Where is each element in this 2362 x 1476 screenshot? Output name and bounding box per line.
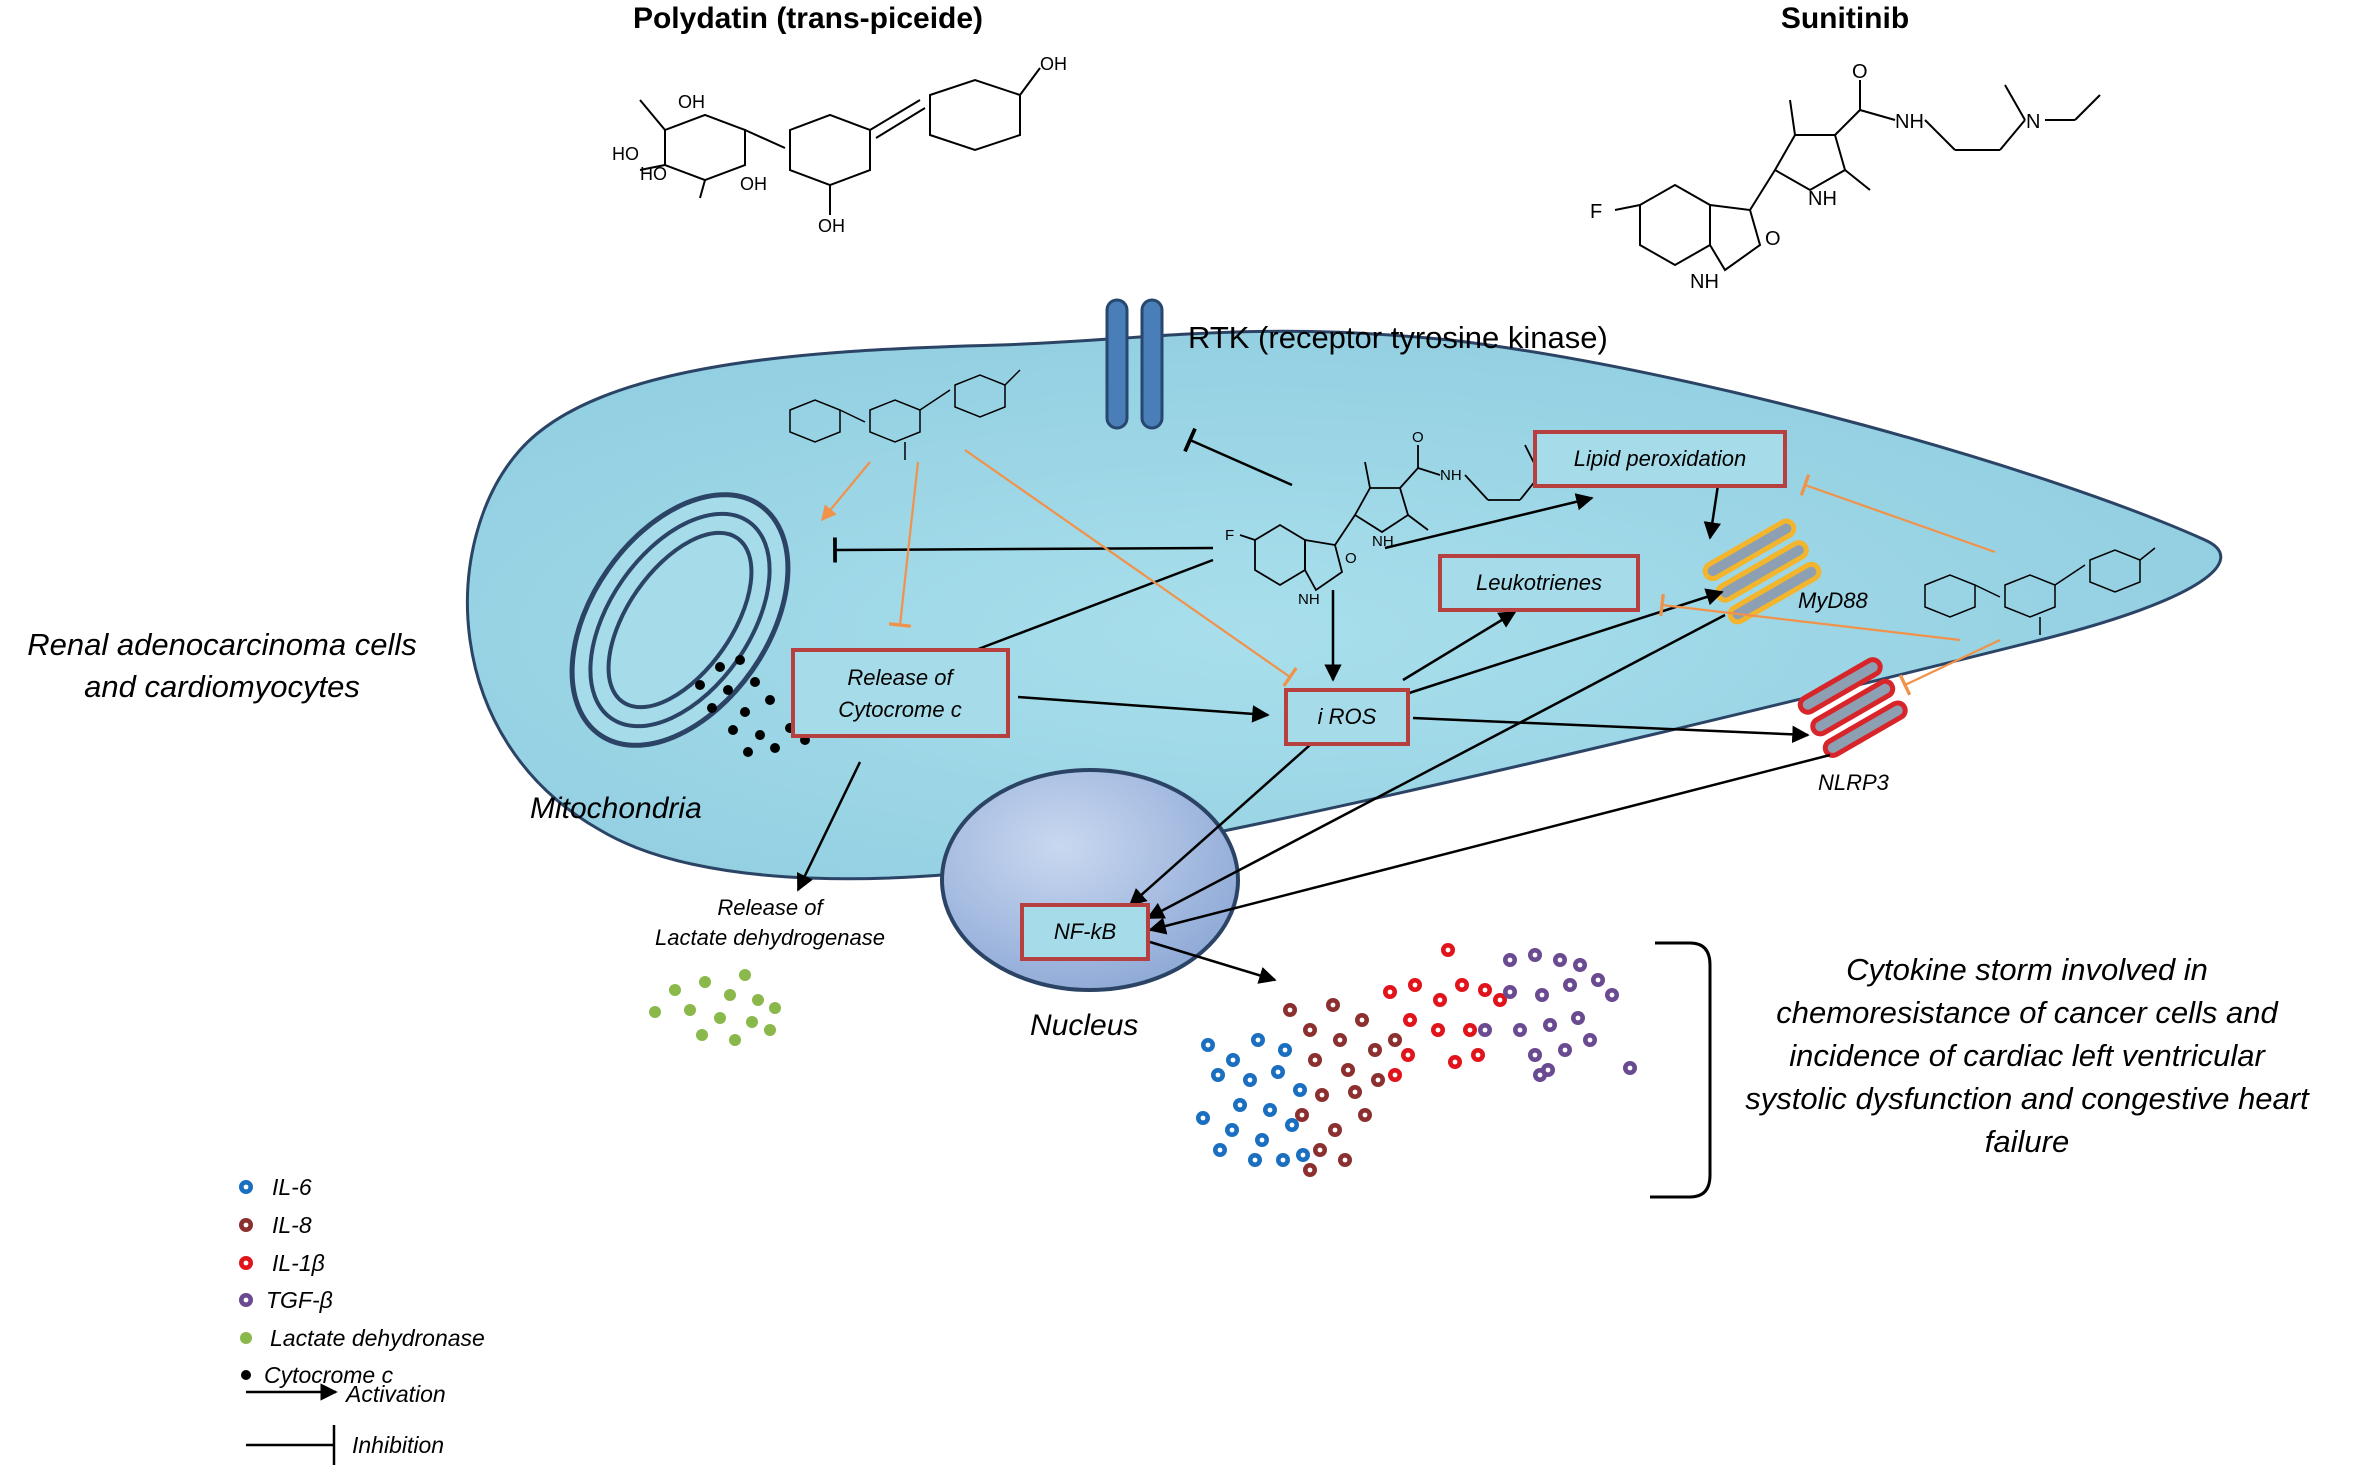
svg-text:HO: HO [640, 164, 667, 184]
svg-text:NH: NH [1298, 591, 1320, 608]
svg-text:chemoresistance of cancer cell: chemoresistance of cancer cells and [1776, 995, 2279, 1030]
label-ldh-release-1: Release of [717, 895, 825, 920]
svg-text:NH: NH [1895, 111, 1924, 133]
svg-text:Release of: Release of [847, 665, 955, 690]
svg-text:F: F [1590, 201, 1602, 223]
legend-il8: IL-8 [239, 1212, 312, 1238]
label-ldh-release-2: Lactate dehydrogenase [655, 925, 885, 950]
polydatin-labels-top: OH OH HO HO OH OH [612, 54, 1067, 236]
svg-text:OH: OH [740, 174, 767, 194]
legend-ldh: Lactate dehydronase [240, 1325, 485, 1351]
svg-text:failure: failure [1985, 1124, 2069, 1159]
cytochrome-c-dots [695, 655, 810, 757]
svg-text:Cytokine storm involved in: Cytokine storm involved in [1846, 952, 2208, 987]
svg-text:IL-8: IL-8 [272, 1212, 312, 1238]
sunitinib-title: Sunitinib [1781, 2, 1909, 35]
node-leukotrienes: Leukotrienes [1438, 554, 1640, 612]
label-myd88: MyD88 [1798, 588, 1868, 613]
rtk-label: RTK (receptor tyrosine kinase) [1188, 320, 1608, 355]
svg-text:NH: NH [1372, 533, 1394, 550]
legend-il6: IL-6 [239, 1174, 312, 1200]
node-cytochrome-release: Release of Cytocrome c [791, 648, 1010, 738]
svg-text:NH: NH [1690, 271, 1719, 293]
svg-text:NH: NH [1440, 467, 1462, 484]
ldh-dots [649, 969, 781, 1046]
svg-text:Lipid peroxidation: Lipid peroxidation [1574, 446, 1746, 471]
sunitinib-structure-top [1614, 80, 2101, 272]
svg-text:O: O [1765, 228, 1781, 250]
svg-text:Lactate dehydronase: Lactate dehydronase [270, 1325, 485, 1351]
node-lipid-peroxidation: Lipid peroxidation [1533, 430, 1787, 488]
node-nfkb: NF-kB [1020, 903, 1150, 961]
svg-text:OH: OH [678, 92, 705, 112]
svg-text:O: O [1852, 61, 1868, 83]
cell-type-label-1: Renal adenocarcinoma cells [27, 627, 416, 662]
cell-type-label-2: and cardiomyocytes [84, 669, 360, 704]
svg-text:Inhibition: Inhibition [352, 1432, 444, 1458]
legend-tgfb: TGF-β [239, 1287, 333, 1313]
svg-text:OH: OH [1040, 54, 1067, 74]
sunitinib-labels-top: F O NH NH O NH N [1590, 61, 2040, 293]
nlrp3-receptor [1797, 657, 1908, 758]
polydatin-structure-cell-right [1924, 547, 2156, 635]
svg-text:F: F [1225, 527, 1234, 544]
inhibition-edges [833, 427, 1293, 563]
activation-edges [796, 484, 1831, 984]
node-ros: i ROS [1284, 688, 1410, 746]
cytokine-dots [1196, 943, 1637, 1177]
label-nlrp3: NLRP3 [1818, 770, 1890, 795]
svg-text:O: O [1412, 429, 1424, 446]
legend-activation: Activation [246, 1381, 446, 1407]
svg-text:Leukotrienes: Leukotrienes [1476, 570, 1602, 595]
cytokine-bracket [1650, 941, 1712, 1199]
legend-inhibition: Inhibition [246, 1425, 444, 1465]
legend-il1b: IL-1β [239, 1250, 325, 1276]
svg-text:incidence of cardiac left vent: incidence of cardiac left ventricular [1789, 1038, 2266, 1073]
svg-text:O: O [1345, 550, 1357, 567]
svg-text:IL-1β: IL-1β [272, 1250, 325, 1276]
polydatin-title: Polydatin (trans-piceide) [633, 2, 983, 35]
polydatin-structure-top [639, 67, 1041, 215]
svg-text:Activation: Activation [344, 1381, 446, 1407]
label-nucleus: Nucleus [1030, 1009, 1138, 1042]
legend: IL-6 IL-8 IL-1β TGF-β Lactate dehydronas… [239, 1174, 485, 1465]
svg-text:TGF-β: TGF-β [266, 1287, 333, 1313]
svg-text:OH: OH [818, 216, 845, 236]
rtk-receptor [1105, 298, 1164, 430]
mitochondria-organelle [569, 492, 791, 748]
svg-text:N: N [2026, 111, 2040, 133]
svg-text:systolic dysfunction and conge: systolic dysfunction and congestive hear… [1745, 1081, 2310, 1116]
svg-text:NF-kB: NF-kB [1054, 919, 1116, 944]
svg-text:IL-6: IL-6 [272, 1174, 312, 1200]
myd88-receptor [1702, 518, 1822, 625]
svg-text:Cytocrome c: Cytocrome c [838, 697, 961, 722]
polydatin-edges [821, 449, 2001, 696]
svg-text:NH: NH [1808, 188, 1837, 210]
cytokine-storm-text: Cytokine storm involved in chemoresistan… [1745, 952, 2310, 1159]
label-mitochondria: Mitochondria [530, 792, 702, 825]
svg-text:i ROS: i ROS [1318, 704, 1377, 729]
polydatin-structure-cell-left [789, 369, 1021, 460]
svg-text:HO: HO [612, 144, 639, 164]
nucleus-organelle [940, 768, 1240, 992]
